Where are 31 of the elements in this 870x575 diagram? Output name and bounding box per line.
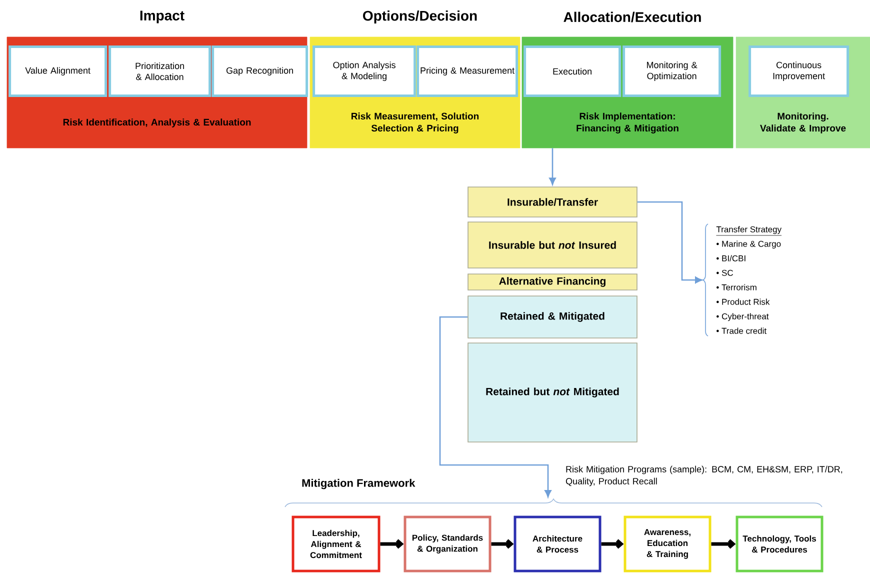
note-text: Risk Mitigation Programs (sample): BCM, CM, EH&SM, ERP, IT/DR, Quality, Product Recall — [566, 466, 842, 486]
framework-box: Awareness, Education & Training — [624, 516, 712, 572]
step-box: Prioritization & Allocation — [108, 46, 212, 98]
node-label: Allocation/Execution — [564, 12, 701, 22]
arrow — [439, 316, 552, 498]
risk-category-box: Retained but not Mitigated — [468, 342, 638, 442]
arrow — [711, 539, 736, 549]
step-box: Monitoring & Optimization — [622, 46, 722, 98]
step-box: Gap Recognition — [212, 46, 308, 98]
step-box: Execution — [524, 46, 622, 98]
risk-category-box: Insurable but not Insured — [468, 222, 638, 268]
step-box: Pricing & Measurement — [416, 46, 518, 98]
step-box: Continuous Improvement — [748, 46, 850, 98]
framework-box: Technology, Tools & Procedures — [736, 516, 824, 572]
risk-category-box: Insurable/Transfer — [468, 186, 638, 218]
framework-box: Architecture & Process — [514, 516, 602, 572]
section-title: Mitigation Framework — [302, 478, 416, 490]
node-label: Options/Decision — [363, 10, 477, 24]
framework-box: Leadership, Alignment & Commitment — [292, 516, 380, 572]
arrow — [601, 539, 624, 549]
transfer-strategy-list: Transfer Strategy • Marine & Cargo • BI/CBI • SC • Terrorism • Product Risk • Cyber-threat • Trade credit — [702, 224, 782, 336]
arrow — [637, 201, 702, 284]
node-label: Impact — [140, 10, 184, 24]
step-box: Value Alignment — [8, 46, 108, 98]
arrow — [491, 539, 514, 549]
risk-category-box: Retained & Mitigated — [468, 296, 638, 338]
arrow — [380, 539, 404, 549]
risk-category-box: Alternative Financing — [468, 274, 638, 290]
step-box: Option Analysis & Modeling — [312, 46, 416, 98]
arrow — [549, 148, 556, 185]
framework-box: Policy, Standards & Organization — [404, 516, 492, 572]
